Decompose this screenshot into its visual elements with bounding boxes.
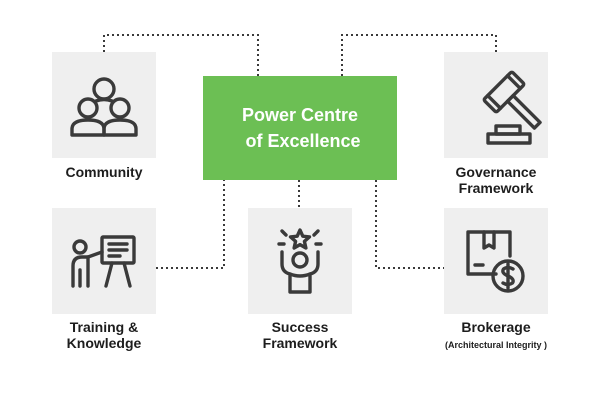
success-label-line1: Success xyxy=(271,319,329,335)
brokerage-sublabel-text: (Architectural Integrity ) xyxy=(444,340,547,350)
success-label-line2: Framework xyxy=(262,335,338,351)
community-label-text: Community xyxy=(65,164,143,180)
brokerage-tile xyxy=(444,208,548,314)
training-label-line1: Training & xyxy=(69,319,139,335)
community-label: Community xyxy=(52,164,156,180)
brokerage-label-text: Brokerage xyxy=(461,319,531,335)
center-title-line2: of Excellence xyxy=(245,131,361,151)
center-title-line1: Power Centre xyxy=(241,105,359,125)
power-centre-box: Power Centre of Excellence xyxy=(203,76,397,180)
community-tile xyxy=(52,52,156,158)
community-icon xyxy=(70,77,138,137)
training-label-line2: Knowledge xyxy=(66,335,142,351)
training-label: Training & Knowledge xyxy=(38,319,170,351)
connector-governance xyxy=(341,34,497,76)
brokerage-sublabel: (Architectural Integrity ) xyxy=(420,340,572,351)
gavel-icon xyxy=(482,70,542,145)
presenter-board-icon xyxy=(71,235,136,288)
connector-community xyxy=(103,34,259,76)
box-dollar-icon xyxy=(466,230,525,293)
governance-tile xyxy=(444,52,548,158)
governance-label: Governance Framework xyxy=(430,164,562,196)
connector-training xyxy=(156,180,225,269)
celebrating-person-star-icon xyxy=(277,228,323,294)
success-label: Success Framework xyxy=(234,319,366,351)
brokerage-label: Brokerage xyxy=(430,319,562,335)
success-tile xyxy=(248,208,352,314)
governance-label-line2: Framework xyxy=(458,180,534,196)
training-tile xyxy=(52,208,156,314)
governance-label-line1: Governance xyxy=(455,164,537,180)
